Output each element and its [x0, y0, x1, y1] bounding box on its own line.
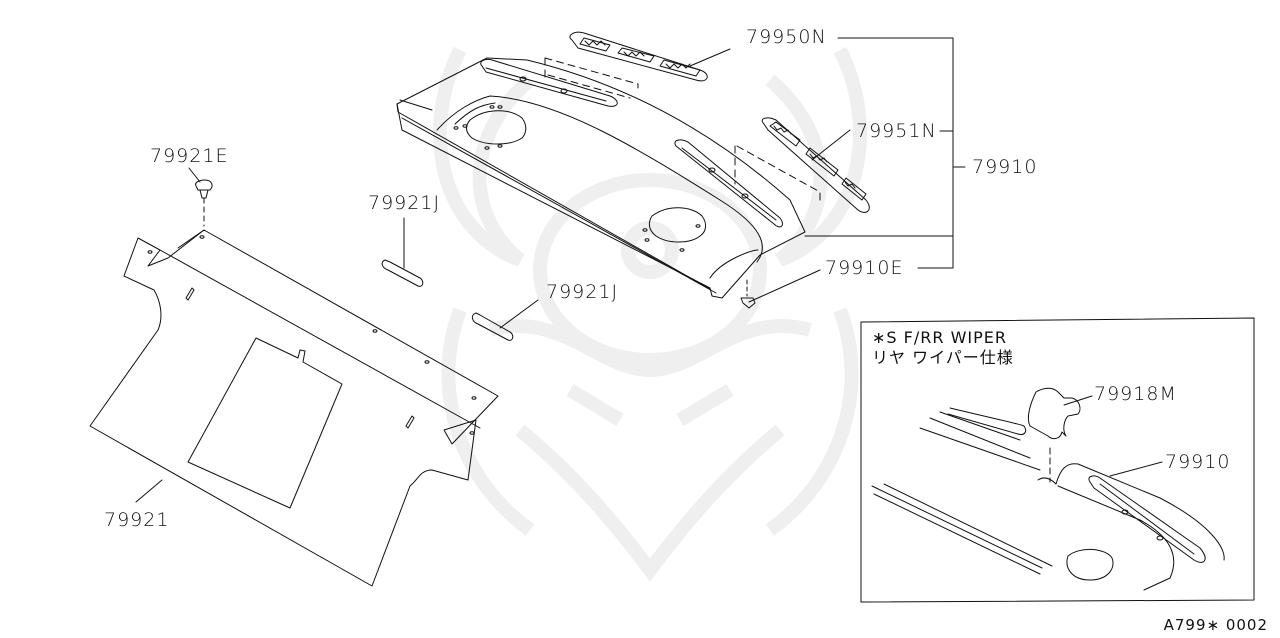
- part-label-79910E[interactable]: 79910E: [825, 257, 904, 279]
- reference-code: A799∗ 0002: [1163, 616, 1268, 634]
- part-label-79918M[interactable]: 79918M: [1094, 383, 1177, 405]
- part-label-79921[interactable]: 79921: [104, 509, 170, 531]
- part-label-79921J-b[interactable]: 79921J: [546, 281, 619, 303]
- part-label-79921E[interactable]: 79921E: [150, 145, 229, 167]
- leader-bracket: [837, 37, 954, 269]
- part-label-79921J-a[interactable]: 79921J: [368, 192, 441, 214]
- inset-note-line1: ∗S F/RR WIPER: [872, 328, 1007, 347]
- part-label-79950N[interactable]: 79950N: [746, 26, 827, 48]
- inset-leader-79910: [1109, 461, 1163, 477]
- part-label-79910[interactable]: 79910: [972, 156, 1038, 178]
- inset-shelf-detail: [871, 407, 1225, 591]
- inset-frame: [860, 317, 1255, 603]
- inset-note-line2: リヤ ワイパー仕様: [872, 348, 1014, 367]
- watermark-crest-icon: [433, 46, 867, 582]
- vent-grille-79950N: [544, 31, 731, 99]
- clip-79910E: [740, 269, 821, 309]
- pad-79921J-a: [381, 217, 424, 287]
- parcel-shelf-79910: [396, 57, 954, 299]
- part-label-inset-79910[interactable]: 79910: [1165, 451, 1231, 473]
- trim-board-79921: [89, 229, 499, 587]
- inset-note: ∗S F/RR WIPER リヤ ワイパー仕様: [872, 328, 1014, 368]
- part-label-79951N[interactable]: 79951N: [856, 120, 937, 142]
- vent-grille-79951N: [734, 117, 870, 213]
- pad-79921J-b: [471, 299, 539, 341]
- clip-79921E: [188, 167, 213, 227]
- inset-cover-79918M: [1027, 387, 1093, 440]
